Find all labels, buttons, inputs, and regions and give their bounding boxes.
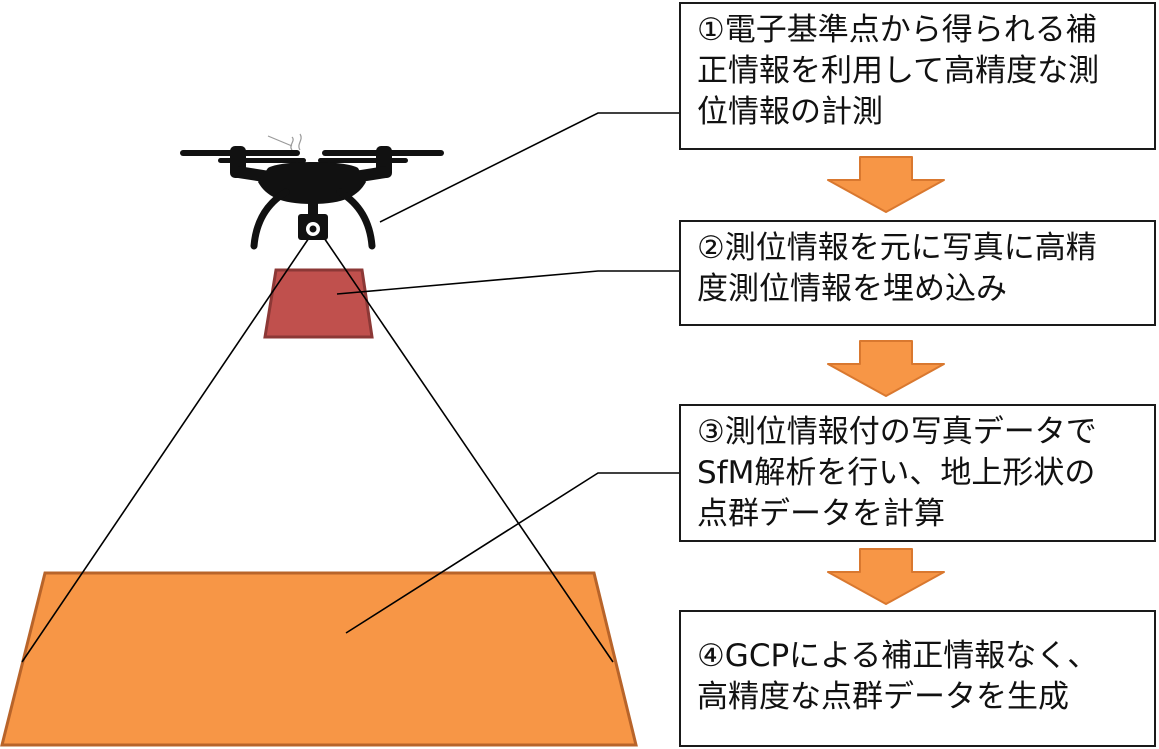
camera-view-cone [21,231,614,663]
flow-arrows [827,156,945,605]
antenna-icon [267,133,302,151]
landing-leg-left-icon [250,188,290,250]
step-3-line-2: SfM解析を行い、地上形状の [697,455,1096,491]
view-cone-left-line [21,231,314,663]
arrow-down-icon [827,340,945,397]
step-box-4: ④GCPによる補正情報なく、 高精度な点群データを生成 [679,610,1156,747]
step-3-line-3: 点群データを計算 [697,496,945,532]
arrow-down-icon [827,156,945,213]
step-box-3: ③測位情報付の写真データで SfM解析を行い、地上形状の 点群データを計算 [679,404,1156,542]
step-2-line-2: 度測位情報を埋め込み [697,271,1007,307]
arrow-down-icon [827,548,945,605]
step-4-line-2: 高精度な点群データを生成 [697,679,1069,715]
photo-footprint [263,268,374,339]
step-1-line-3: 位情報の計測 [697,94,883,130]
step-1-line-1: ①電子基準点から得られる補 [697,12,1097,48]
step-1-line-2: 正情報を利用して高精度な測 [697,53,1100,89]
step-3-line-1: ③測位情報付の写真データで [697,414,1097,450]
leader-line-step3 [345,472,679,634]
leader-line-step1 [379,112,679,223]
step-box-1: ①電子基準点から得られる補 正情報を利用して高精度な測 位情報の計測 [679,2,1156,150]
step-4-line-1: ④GCPによる補正情報なく、 [697,638,1099,674]
camera-icon [298,214,328,240]
view-cone-right-line [319,231,614,663]
step-box-2: ②測位情報を元に写真に高精 度測位情報を埋め込み [679,220,1156,326]
drone-icon [180,133,444,250]
leader-lines [336,112,679,634]
leader-line-step2 [336,270,679,295]
propeller-right-inner-icon [318,158,408,163]
ground-footprint [0,571,638,747]
gimbal-stem-icon [308,200,318,214]
step-2-line-1: ②測位情報を元に写真に高精 [697,230,1097,266]
landing-leg-right-icon [336,188,376,250]
